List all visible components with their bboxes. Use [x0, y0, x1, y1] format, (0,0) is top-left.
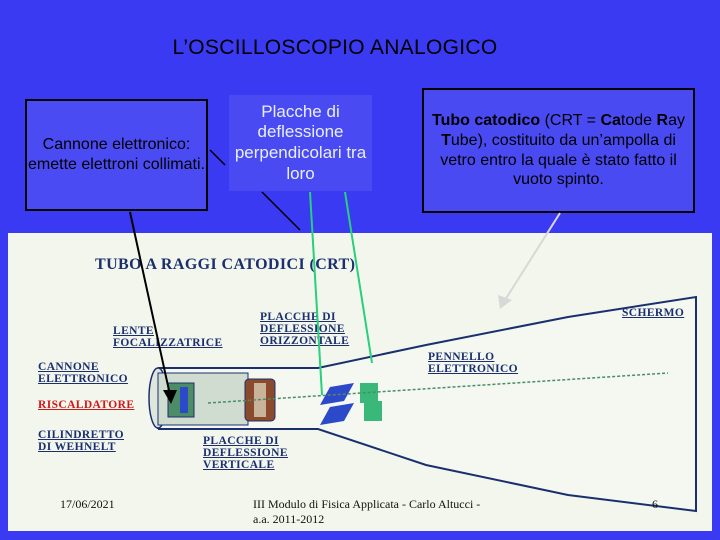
callout-cannone-text: Cannone elettronico: emette elettroni co…	[28, 136, 205, 173]
label-cannone-elettronico: CANNONE ELETTRONICO	[38, 361, 129, 386]
vertical-deflection-plate-top	[320, 383, 354, 405]
label-riscaldatore: RISCALDATORE	[38, 399, 135, 411]
callout-placche-text: Placche di deflessione perpendicolari tr…	[234, 101, 367, 183]
horizontal-deflection-plate-back	[364, 401, 382, 421]
label-pennello-elettronico: PENNELLO ELETTRONICO	[428, 351, 519, 376]
callout-placche-deflessione: Placche di deflessione perpendicolari tr…	[229, 95, 372, 191]
footer-course: III Modulo di Fisica Applicata - Carlo A…	[253, 497, 481, 526]
pointer-placche-left	[209, 149, 226, 166]
diagram-title: TUBO A RAGGI CATODICI (CRT)	[95, 256, 356, 273]
callout-tubo-catodico: Tubo catodico (CRT = Catode Ray Tube), c…	[422, 88, 695, 213]
footer-page-number: 6	[652, 497, 658, 511]
vertical-deflection-plate-bottom	[320, 403, 354, 425]
heater-element	[180, 387, 188, 413]
crt-diagram: TUBO A RAGGI CATODICI (CRT) LENTE FOCALI…	[8, 233, 712, 531]
label-lente-focalizzatrice: LENTE FOCALIZZATRICE	[113, 325, 223, 350]
label-schermo: SCHERMO	[622, 307, 685, 319]
callout-tubo-text: Tubo catodico (CRT = Catode Ray Tube), c…	[432, 111, 685, 189]
electron-beam	[207, 372, 669, 404]
label-placche-verticale: PLACCHE DI DEFLESSIONE VERTICALE	[203, 435, 288, 472]
label-placche-orizzontale: PLACCHE DI DEFLESSIONE ORIZZONTALE	[260, 311, 350, 348]
pointer-placche-bottom	[261, 191, 301, 231]
slide-title: L’OSCILLOSCOPIO ANALOGICO	[172, 36, 498, 59]
footer-date: 17/06/2021	[60, 497, 115, 511]
label-cilindretto-wehnelt: CILINDRETTO DI WEHNELT	[38, 429, 124, 454]
callout-cannone-elettronico: Cannone elettronico: emette elettroni co…	[25, 99, 208, 211]
